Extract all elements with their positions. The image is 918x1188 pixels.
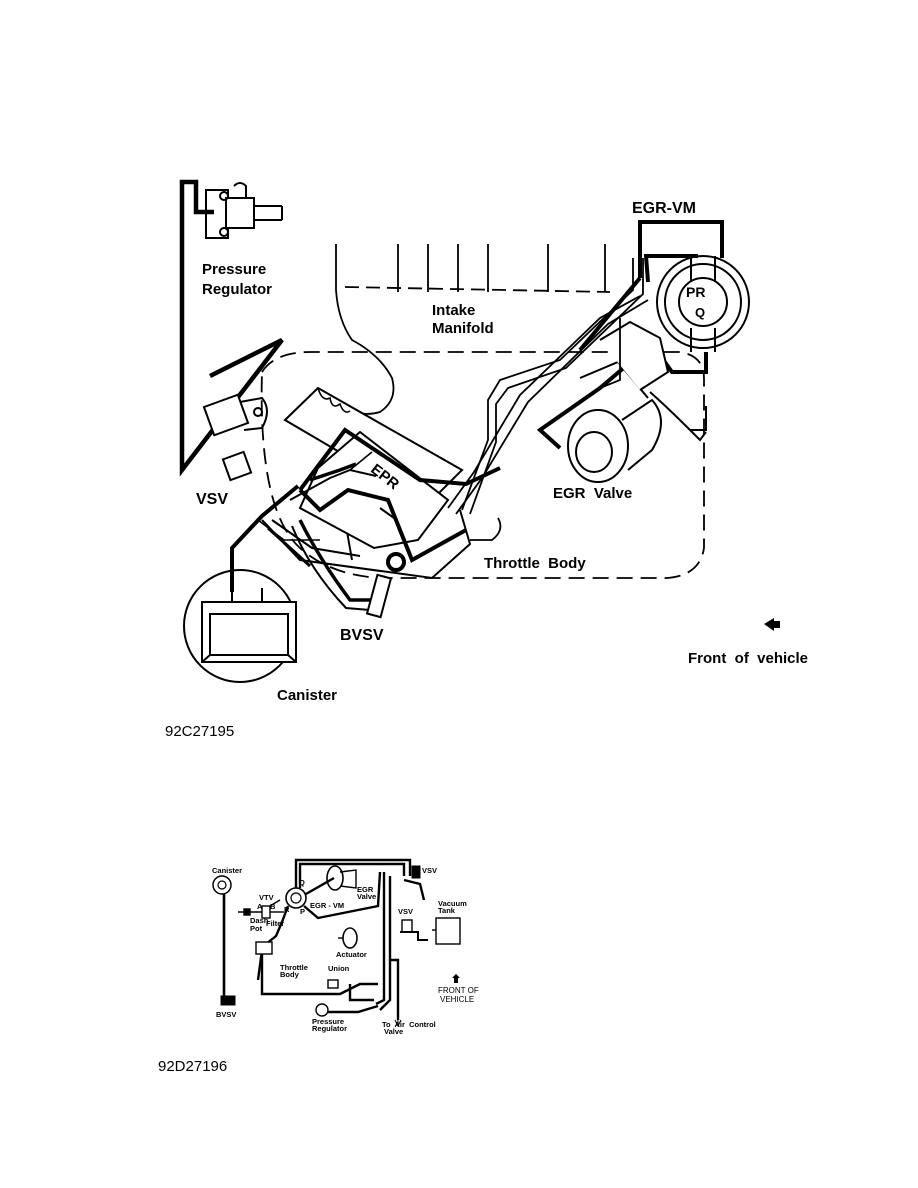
label2-pressure: Pressure — [312, 1017, 344, 1026]
label-vsv: VSV — [196, 491, 228, 508]
label2-throttle: Throttle — [280, 963, 308, 972]
hose-regulator-vsv — [179, 179, 284, 477]
label2-q: Q — [299, 878, 305, 887]
figure-1-id: 92C27195 — [165, 723, 234, 740]
label2-bvsv: BVSV — [216, 1010, 236, 1019]
front-arrow-icon-small — [452, 974, 460, 983]
label-egr-vm: EGR-VM — [632, 200, 696, 217]
label-q: Q — [695, 305, 705, 320]
pressure-regulator — [205, 182, 283, 239]
hose-canister-bvsv — [222, 894, 233, 1002]
label2-dash: Dash — [250, 916, 269, 925]
pressure-regulator-symbol — [315, 1003, 329, 1017]
label-intake: Intake — [432, 302, 475, 319]
label2-vsv-top: VSV — [422, 866, 437, 875]
label2-valve2: Valve — [384, 1027, 403, 1036]
label2-canister: Canister — [212, 866, 242, 875]
label-bvsv: BVSV — [340, 627, 384, 644]
hose-egr-vm-right — [649, 391, 707, 442]
epr-valve — [298, 430, 450, 550]
hose-bundle-bvsv — [257, 462, 377, 611]
bvsv — [365, 552, 406, 619]
egr-valve-symbol — [326, 865, 344, 891]
egr-valve — [567, 320, 670, 483]
label2-r: R — [284, 905, 290, 914]
throttle-body-outline — [260, 351, 705, 579]
actuator-symbol — [342, 927, 358, 949]
label2-valve: Valve — [357, 892, 376, 901]
label2-regulator: Regulator — [312, 1024, 347, 1033]
canister — [183, 569, 297, 683]
label-regulator: Regulator — [202, 281, 272, 298]
label-throttle-body: Throttle Body — [484, 555, 586, 572]
egr-vacuum-modulator — [656, 255, 750, 352]
label-manifold: Manifold — [432, 320, 494, 337]
label2-actuator: Actuator — [336, 950, 367, 959]
pipework-main — [256, 858, 426, 1020]
label-egr-valve: EGR Valve — [553, 485, 632, 502]
label2-vsv-mid: VSV — [398, 907, 413, 916]
throttle-body-symbol — [255, 941, 273, 955]
vsv-top-symbol — [411, 865, 421, 879]
vtv-filter — [238, 899, 284, 919]
label2-egr-vm: EGR - VM — [310, 901, 344, 910]
intake-manifold — [335, 244, 611, 415]
figure-1-egr-vacuum-diagram — [179, 179, 780, 683]
figure-2-id: 92D27196 — [158, 1058, 227, 1075]
label2-pot: Pot — [250, 924, 263, 933]
label2-union: Union — [328, 964, 350, 973]
label-pr: PR — [686, 284, 705, 300]
label2-to-air-control: To Air Control — [382, 1020, 436, 1029]
bvsv-symbol — [220, 995, 236, 1006]
vacuum-tank-symbol — [435, 917, 461, 945]
label2-body: Body — [280, 970, 300, 979]
figure-2-labels: Canister VTV A B Dash Pot Filter EGR - V… — [158, 866, 479, 1075]
label2-front-of: FRONT OF — [438, 986, 479, 995]
label2-vtv: VTV — [259, 893, 274, 902]
label-front-of-vehicle: Front of vehicle — [688, 650, 808, 667]
figure-1-labels: EGR-VM Pressure Regulator Intake Manifol… — [165, 200, 808, 740]
vsv-valve — [202, 393, 268, 482]
label-canister: Canister — [277, 687, 337, 704]
hose-egr-vm-loop — [578, 220, 724, 352]
label-pressure: Pressure — [202, 261, 266, 278]
label2-egr: EGR — [357, 885, 374, 894]
front-arrow-icon — [764, 618, 780, 631]
figure-2-vacuum-schematic — [212, 858, 461, 1028]
label2-a: A — [257, 902, 263, 911]
label2-p: P — [300, 907, 305, 916]
label2-vacuum: Vacuum — [438, 899, 467, 908]
vsv-mid-symbol — [401, 919, 413, 933]
label2-filter: Filter — [266, 919, 284, 928]
canister-symbol — [212, 875, 232, 895]
label2-b: B — [270, 902, 276, 911]
union-symbol — [327, 979, 339, 989]
hose-throttle-body — [298, 427, 501, 563]
label2-tank: Tank — [438, 906, 456, 915]
label2-vehicle: VEHICLE — [440, 995, 474, 1004]
